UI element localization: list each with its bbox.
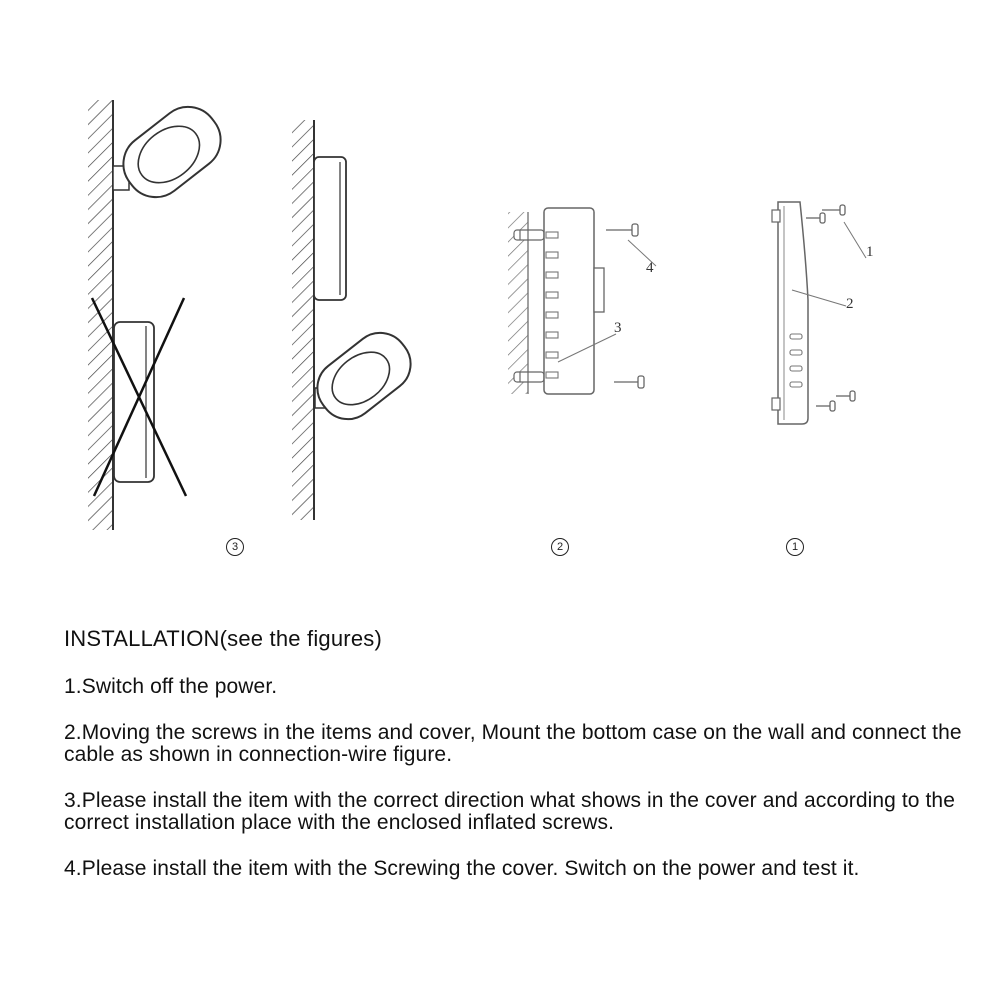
- screw-upper: [606, 223, 639, 237]
- wall-plug-bottom: [513, 371, 545, 383]
- figure-number-2: 2: [551, 538, 569, 556]
- instruction-step-3: 3.Please install the item with the corre…: [64, 789, 955, 834]
- tilted-device-top: [122, 105, 222, 199]
- case-slots: [545, 231, 559, 379]
- installation-figures: 4 3 1 2: [88, 100, 874, 530]
- figure-number-3: 3: [226, 538, 244, 556]
- instruction-step-2: 2.Moving the screws in the items and cov…: [64, 721, 962, 766]
- cover-profile: [777, 201, 809, 425]
- wall-hatch-fig2: [508, 212, 528, 394]
- figure-1-parts: 1 2: [771, 201, 874, 425]
- instruction-step-4: 4.Please install the item with the Screw…: [64, 857, 860, 880]
- part-label-2: 2: [846, 296, 854, 312]
- figure-3-mounting-orientation: [88, 100, 412, 530]
- figure-number-1: 1: [786, 538, 804, 556]
- screw-fig1-top: [806, 204, 846, 224]
- cross-mark-b: [92, 297, 186, 497]
- part-label-4: 4: [646, 260, 654, 276]
- tilted-device-bottom: [316, 331, 412, 421]
- installation-instructions: INSTALLATION(see the figures) 1.Switch o…: [64, 626, 974, 904]
- part-label-3: 3: [614, 320, 622, 336]
- wrong-device-body: [113, 321, 155, 483]
- instructions-title: INSTALLATION(see the figures): [64, 626, 382, 651]
- screw-fig1-bottom: [816, 390, 856, 412]
- part-label-1: 1: [866, 244, 874, 260]
- cover-vents: [789, 333, 803, 388]
- wall-plug-top: [513, 229, 545, 241]
- instruction-step-1: 1.Switch off the power.: [64, 675, 278, 698]
- figure-2-bottom-case-mounted: 4 3: [508, 207, 657, 395]
- correct-device-body: [313, 156, 347, 301]
- screw-lower: [614, 375, 645, 389]
- wall-hatch-right: [292, 120, 314, 520]
